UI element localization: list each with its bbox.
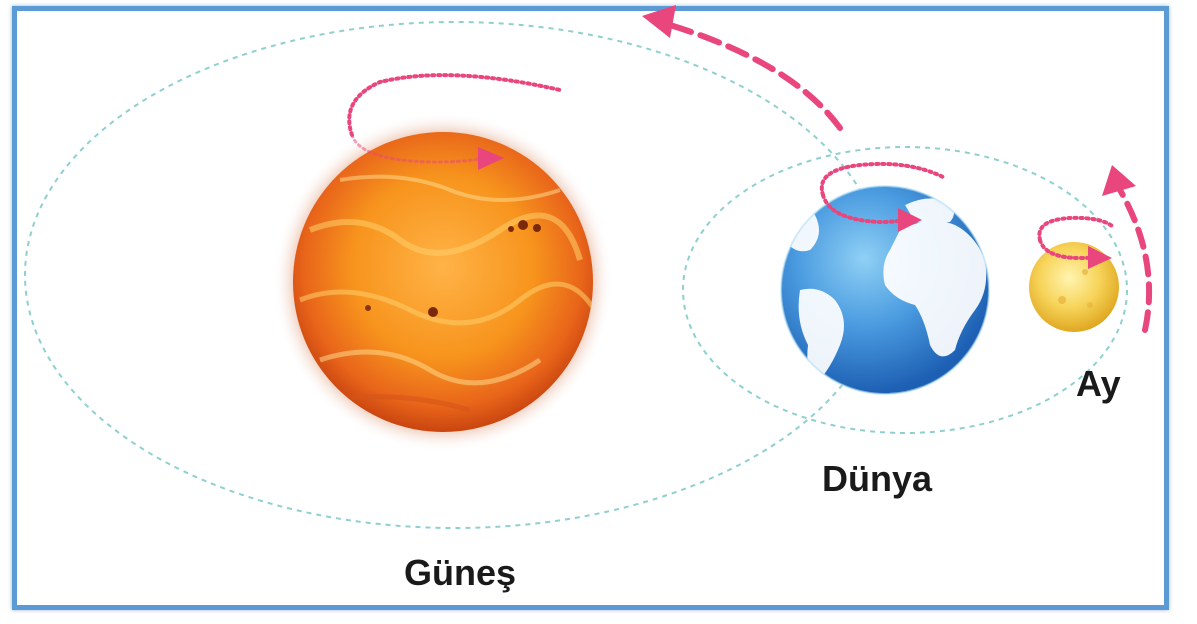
earth bbox=[781, 186, 989, 394]
earth-revolution-arrow bbox=[642, 5, 840, 128]
sun bbox=[273, 112, 613, 452]
moon-label: Ay bbox=[1076, 363, 1121, 405]
sun-label: Güneş bbox=[404, 552, 516, 594]
earth-label: Dünya bbox=[822, 458, 932, 500]
